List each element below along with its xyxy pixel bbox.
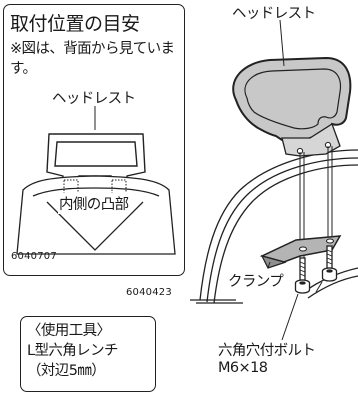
bolt-label-line1: 六角穴付ボルト [218,343,316,359]
bolt-label: 六角穴付ボルト M6×18 [218,343,316,377]
tools-wrench: L型六角レンチ [27,343,118,359]
inset-note: ※図は、背面から見ています。 [10,41,175,77]
inset-figure-code: 6040707 [11,251,57,262]
main-figure-code: 6040423 [126,287,172,298]
inset-chair-back [15,174,176,255]
leader-lines [267,19,323,341]
bolt-label-line2: M6×18 [218,360,268,376]
hex-socket-bolt [294,245,338,294]
inset-inner-protrusions [63,179,126,194]
inset-drawing [15,105,176,255]
tools-heading: 〈使用工具〉 [27,323,111,339]
headrest [232,56,352,157]
inset-title: 取付位置の目安 [10,13,140,35]
inset-inner-protrusion-label: 内側の凸部 [58,193,130,214]
mounting-position-inset: 取付位置の目安 ※図は、背面から見ています。 ヘッドレスト 内側の凸部 6040… [3,4,185,276]
clamp-label: クランプ [226,270,286,291]
inset-headrest-label: ヘッドレスト [52,91,136,107]
tools-box: 〈使用工具〉 L型六角レンチ （対辺5㎜） [20,316,156,392]
tools-wrench-size: （対辺5㎜） [27,363,106,379]
headrest-label: ヘッドレスト [232,6,316,22]
